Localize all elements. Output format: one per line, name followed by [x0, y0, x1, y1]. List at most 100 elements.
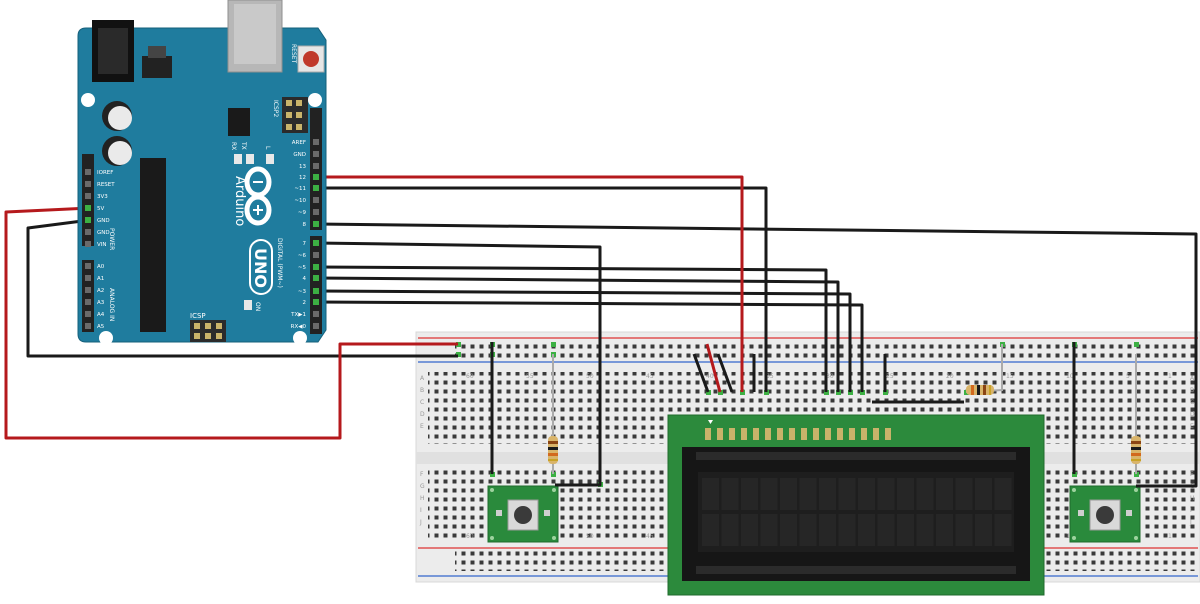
digital-pin-label: ~10 — [294, 198, 306, 204]
pin-hole — [313, 197, 319, 203]
analog-pin-label: A5 — [97, 324, 105, 330]
wire-lcd-power — [705, 343, 722, 393]
wire-lcd-jumper-b — [716, 353, 734, 393]
row-letter: E — [420, 423, 424, 430]
digital-pin-label: 2 — [303, 300, 307, 306]
pin-hole — [85, 323, 91, 329]
lcd-cell — [799, 514, 817, 546]
row-letter: H — [420, 495, 425, 502]
row-letter: D — [420, 411, 425, 418]
digital-pin-label: ~9 — [298, 210, 307, 216]
on-led-icon — [244, 300, 252, 310]
wires-black — [26, 186, 1198, 488]
icsp-header — [190, 320, 226, 342]
lcd-cell — [936, 478, 953, 510]
lcd-cell — [702, 514, 719, 546]
l-led-icon — [266, 154, 274, 164]
column-number: 10 — [1066, 373, 1074, 380]
pin-hole — [313, 209, 319, 215]
pin-hole — [85, 311, 91, 317]
digital-header-lower — [310, 236, 322, 334]
lcd-cell — [760, 478, 778, 510]
wire-gnd-rail — [26, 218, 458, 358]
lcd-character-cells — [702, 478, 1012, 546]
power-pin-label: 5V — [97, 206, 104, 212]
button-cap-icon — [1096, 506, 1114, 524]
analog-pin-label: A1 — [97, 276, 104, 282]
lcd-cell — [741, 514, 758, 546]
lcd-cell — [994, 514, 1012, 546]
column-number: 25 — [886, 373, 894, 380]
pin-hole — [85, 169, 91, 175]
mounting-hole-icon — [99, 331, 113, 345]
power-label: POWER — [108, 228, 115, 250]
column-number: 55 — [526, 373, 534, 380]
lcd-cell — [838, 514, 856, 546]
column-number: 40 — [706, 373, 714, 380]
row-letter: B — [420, 387, 424, 394]
pin-hole-connected — [313, 288, 319, 294]
atmega-chip — [140, 158, 166, 332]
power-pin-label: GND — [97, 218, 110, 224]
row-letter: C — [1190, 399, 1194, 406]
wire-pin3 — [315, 289, 852, 392]
wire-pin8 — [315, 222, 1198, 488]
column-number: 60 — [466, 533, 474, 540]
push-button-left — [487, 485, 559, 543]
digital-pin-label: TX▶1 — [290, 312, 306, 318]
column-number: 60 — [466, 373, 474, 380]
digital-pin-label: RX◀0 — [291, 324, 307, 330]
row-letter: J — [1189, 519, 1192, 526]
lcd-cell — [897, 514, 914, 546]
column-number: 5 — [1126, 373, 1130, 380]
lcd-cell — [897, 478, 914, 510]
wires-red — [4, 175, 744, 440]
lcd-cell — [936, 514, 953, 546]
row-letter: G — [420, 483, 425, 490]
lcd-cell — [702, 478, 719, 510]
lcd-cell — [994, 478, 1012, 510]
digital-pin-label: 12 — [299, 175, 306, 181]
model-label: UNO — [251, 248, 270, 288]
column-number: 35 — [766, 373, 774, 380]
row-letter: J — [419, 519, 422, 526]
resistor-right — [1131, 354, 1141, 474]
digital-pin-label: 7 — [303, 241, 307, 247]
pin-hole — [313, 139, 319, 145]
digital-pin-label: ~3 — [298, 289, 307, 295]
pin-hole — [85, 275, 91, 281]
power-pin-label: 3V3 — [97, 194, 108, 200]
resistor-contrast — [965, 344, 1003, 395]
lcd-cell — [819, 514, 836, 546]
lcd-cell — [877, 478, 895, 510]
pin-hole-connected — [313, 221, 319, 227]
wire-pin4 — [315, 276, 840, 392]
arduino-uno: Arduino UNO RESET ICSP2 ICSP TX RX L ON … — [77, 0, 327, 345]
column-number: 45 — [646, 373, 654, 380]
l-led-label: L — [264, 146, 271, 150]
lcd-cell — [819, 478, 836, 510]
icsp-label: ICSP — [190, 312, 206, 320]
wire-5v — [4, 206, 458, 440]
digital-pin-label: ~5 — [298, 265, 307, 271]
mounting-hole-icon — [81, 93, 95, 107]
pin-hole-connected — [313, 185, 319, 191]
analog-pin-label: A3 — [97, 300, 105, 306]
icsp2-header — [282, 97, 308, 133]
digital-pin-label: ~11 — [294, 186, 306, 192]
left-pin-holes — [85, 169, 91, 329]
lcd-cell — [916, 478, 934, 510]
column-number: 15 — [1006, 373, 1014, 380]
tx-led-icon — [234, 154, 242, 164]
lcd-cell — [721, 514, 739, 546]
lcd-cell — [741, 478, 758, 510]
lcd-cell — [780, 478, 797, 510]
column-number: 30 — [826, 373, 834, 380]
row-letter: I — [420, 507, 422, 514]
row-letter: F — [420, 471, 424, 478]
column-number: 50 — [586, 533, 594, 540]
pin-hole-connected — [313, 240, 319, 246]
pin-hole — [313, 163, 319, 169]
lcd-cell — [975, 478, 992, 510]
